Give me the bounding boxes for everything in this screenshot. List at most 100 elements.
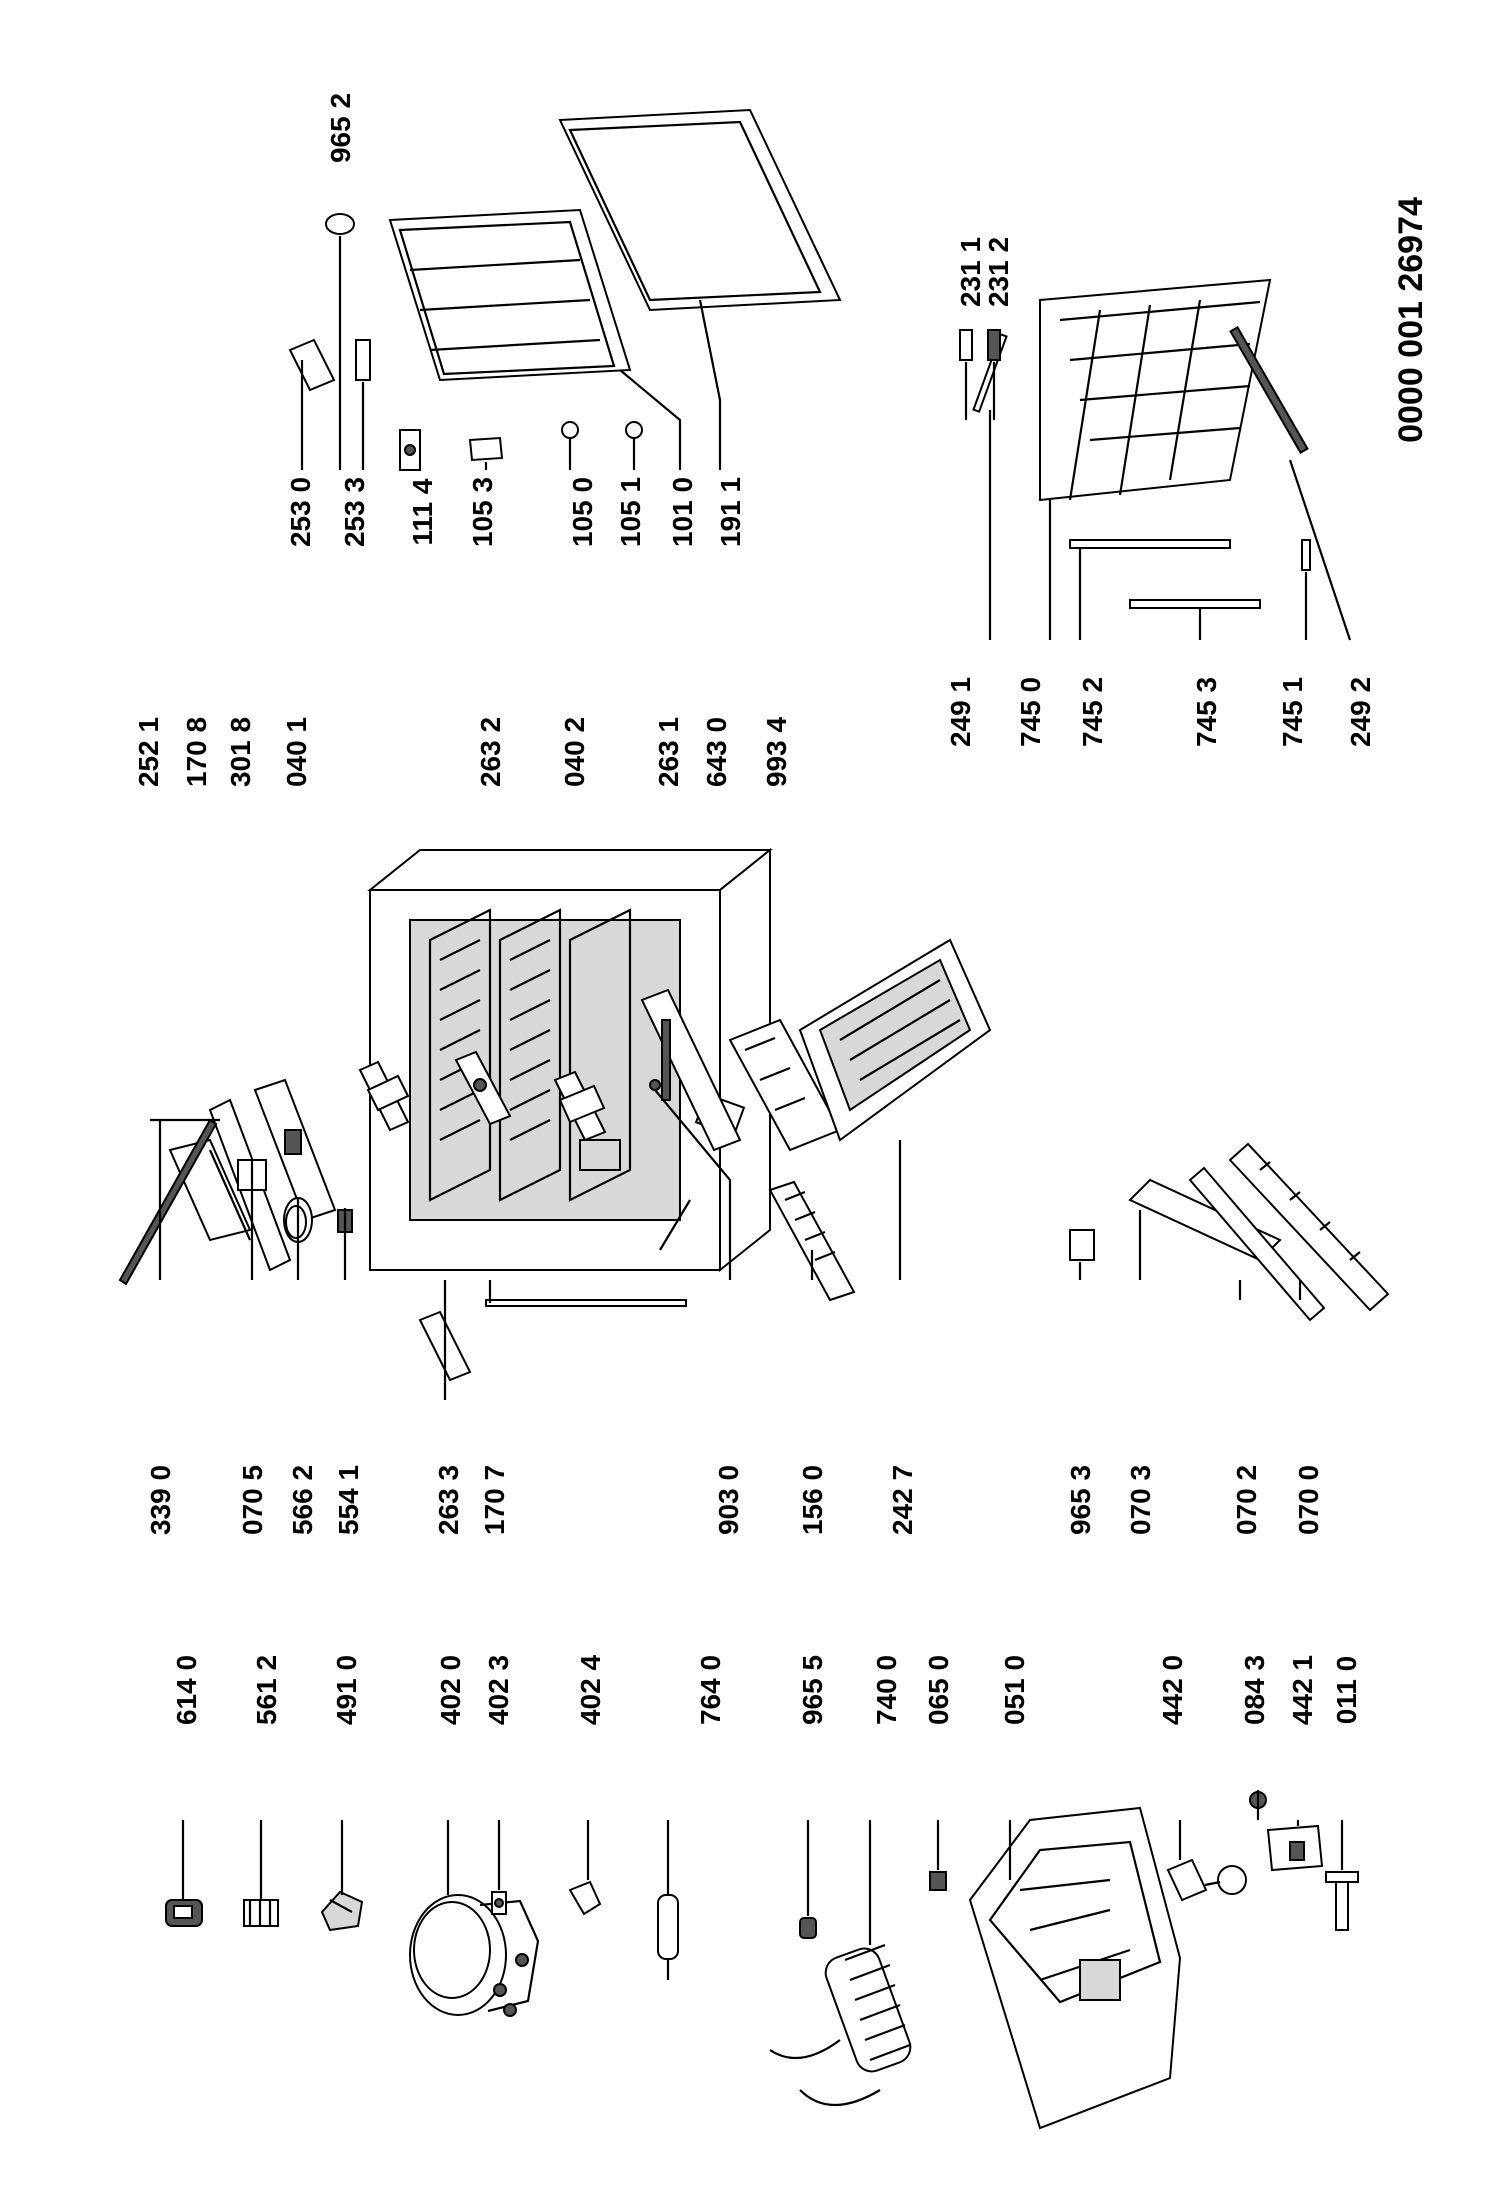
rod-icon xyxy=(118,1118,220,1286)
part-label: 101 0 xyxy=(667,477,698,547)
part-label: 263 2 xyxy=(475,717,506,787)
part-label: 566 2 xyxy=(287,1465,318,1535)
part-label: 011 0 xyxy=(1331,1656,1362,1725)
lock-icon xyxy=(399,429,421,471)
part-label: 740 0 xyxy=(871,1655,902,1725)
part-label: 249 1 xyxy=(945,677,976,747)
lamp-icon xyxy=(1069,1229,1095,1261)
part-label: 231 1 xyxy=(955,237,986,307)
ice-tray-icon xyxy=(768,1180,856,1302)
part-label: 111 4 xyxy=(407,478,438,545)
hinge-cover-2-icon xyxy=(454,1050,512,1126)
hinge-pin-2-icon xyxy=(625,421,643,460)
drawing-number: 0000 001 26974 xyxy=(1392,197,1430,443)
part-label: 156 0 xyxy=(797,1465,828,1535)
part-label: 105 3 xyxy=(467,477,498,547)
part-label: 402 0 xyxy=(435,1655,466,1725)
part-label: 040 1 xyxy=(281,717,312,787)
part-label: 084 3 xyxy=(1239,1655,1270,1725)
condenser-coil-icon xyxy=(769,1943,912,2107)
hinge-lower-icon xyxy=(553,1070,607,1142)
part-label: 764 0 xyxy=(695,1655,726,1725)
shelf-rail-icon xyxy=(1229,326,1309,454)
bracket-icon xyxy=(568,1880,602,1916)
part-label: 242 7 xyxy=(887,1465,918,1535)
thermostat-bracket-icon xyxy=(1266,1824,1324,1872)
hinge-upper-icon xyxy=(358,1060,410,1132)
part-label: 070 3 xyxy=(1125,1465,1156,1535)
shelf-bar-1-icon xyxy=(1069,539,1231,549)
stud-icon xyxy=(1301,539,1311,571)
part-label: 070 5 xyxy=(237,1465,268,1535)
part-label: 745 1 xyxy=(1277,677,1308,747)
fuse-icon xyxy=(929,1871,947,1891)
part-label: 554 1 xyxy=(333,1465,364,1535)
compressor-icon xyxy=(409,1894,540,2017)
part-label: 191 1 xyxy=(715,477,746,547)
part-label: 231 2 xyxy=(983,237,1014,307)
part-group-cabinet xyxy=(118,847,1390,1400)
part-label: 965 5 xyxy=(797,1655,828,1725)
part-label: 263 3 xyxy=(433,1465,464,1535)
part-label: 263 1 xyxy=(653,717,684,787)
cover-icon xyxy=(320,1890,364,1932)
part-label: 442 0 xyxy=(1157,1655,1188,1725)
part-label: 253 0 xyxy=(285,477,316,547)
spring-icon xyxy=(661,1019,671,1101)
part-label: 253 3 xyxy=(339,477,370,547)
part-label: 402 4 xyxy=(575,1655,606,1725)
part-group-baskets xyxy=(959,278,1352,641)
basket-icon xyxy=(798,938,992,1142)
long-strip-icon xyxy=(485,1299,687,1307)
part-labels: 965 2 253 0 253 3 111 4 105 3 105 0 105 … xyxy=(133,93,1376,1725)
part-label: 040 2 xyxy=(559,717,590,787)
part-label: 491 0 xyxy=(331,1655,362,1725)
part-label: 339 0 xyxy=(145,1465,176,1535)
part-label: 402 3 xyxy=(483,1655,514,1725)
part-label: 965 3 xyxy=(1065,1465,1096,1535)
front-bar-icon xyxy=(1228,1142,1390,1312)
part-label: 745 2 xyxy=(1077,677,1108,747)
part-label: 070 2 xyxy=(1231,1465,1262,1535)
handle-icon xyxy=(288,338,336,392)
clip-icon xyxy=(243,1899,279,1927)
gasket-icon xyxy=(558,108,842,312)
clip-2312-icon xyxy=(987,329,1001,361)
lid-knob-icon xyxy=(325,213,355,235)
lid-icon xyxy=(388,208,632,382)
part-label: 301 8 xyxy=(225,717,256,787)
clip-2311-icon xyxy=(959,329,973,361)
part-label: 051 0 xyxy=(999,1655,1030,1725)
part-label: 070 0 xyxy=(1293,1465,1324,1535)
part-label: 745 0 xyxy=(1015,677,1046,747)
part-group-compressor xyxy=(165,1790,1359,2130)
valve-icon xyxy=(799,1917,817,1939)
part-label: 170 8 xyxy=(181,717,212,787)
part-label: 249 2 xyxy=(1345,677,1376,747)
part-label: 643 0 xyxy=(701,717,732,787)
foot-icon xyxy=(1325,1871,1359,1931)
part-label: 105 1 xyxy=(615,477,646,547)
part-label: 105 0 xyxy=(567,477,598,547)
relay-icon xyxy=(165,1899,203,1927)
part-label: 614 0 xyxy=(171,1655,202,1725)
part-label: 252 1 xyxy=(133,717,164,787)
handle-bracket-icon xyxy=(355,339,371,381)
part-label: 903 0 xyxy=(713,1465,744,1535)
grommet-icon xyxy=(491,1891,507,1915)
part-label: 442 1 xyxy=(1287,1655,1318,1725)
part-label: 065 0 xyxy=(923,1655,954,1725)
part-label: 993 4 xyxy=(761,717,792,787)
shelf-bar-2-icon xyxy=(1129,599,1261,609)
base-frame-icon xyxy=(968,1806,1182,2130)
part-label: 745 3 xyxy=(1191,677,1222,747)
hinge-pin-icon xyxy=(561,421,579,460)
part-label: 965 2 xyxy=(325,93,356,163)
wire-basket-icon xyxy=(1039,278,1272,502)
thermostat-icon xyxy=(1166,1858,1247,1902)
filter-dryer-icon xyxy=(657,1880,679,1980)
part-group-lid xyxy=(288,108,842,471)
part-label: 561 2 xyxy=(251,1655,282,1725)
